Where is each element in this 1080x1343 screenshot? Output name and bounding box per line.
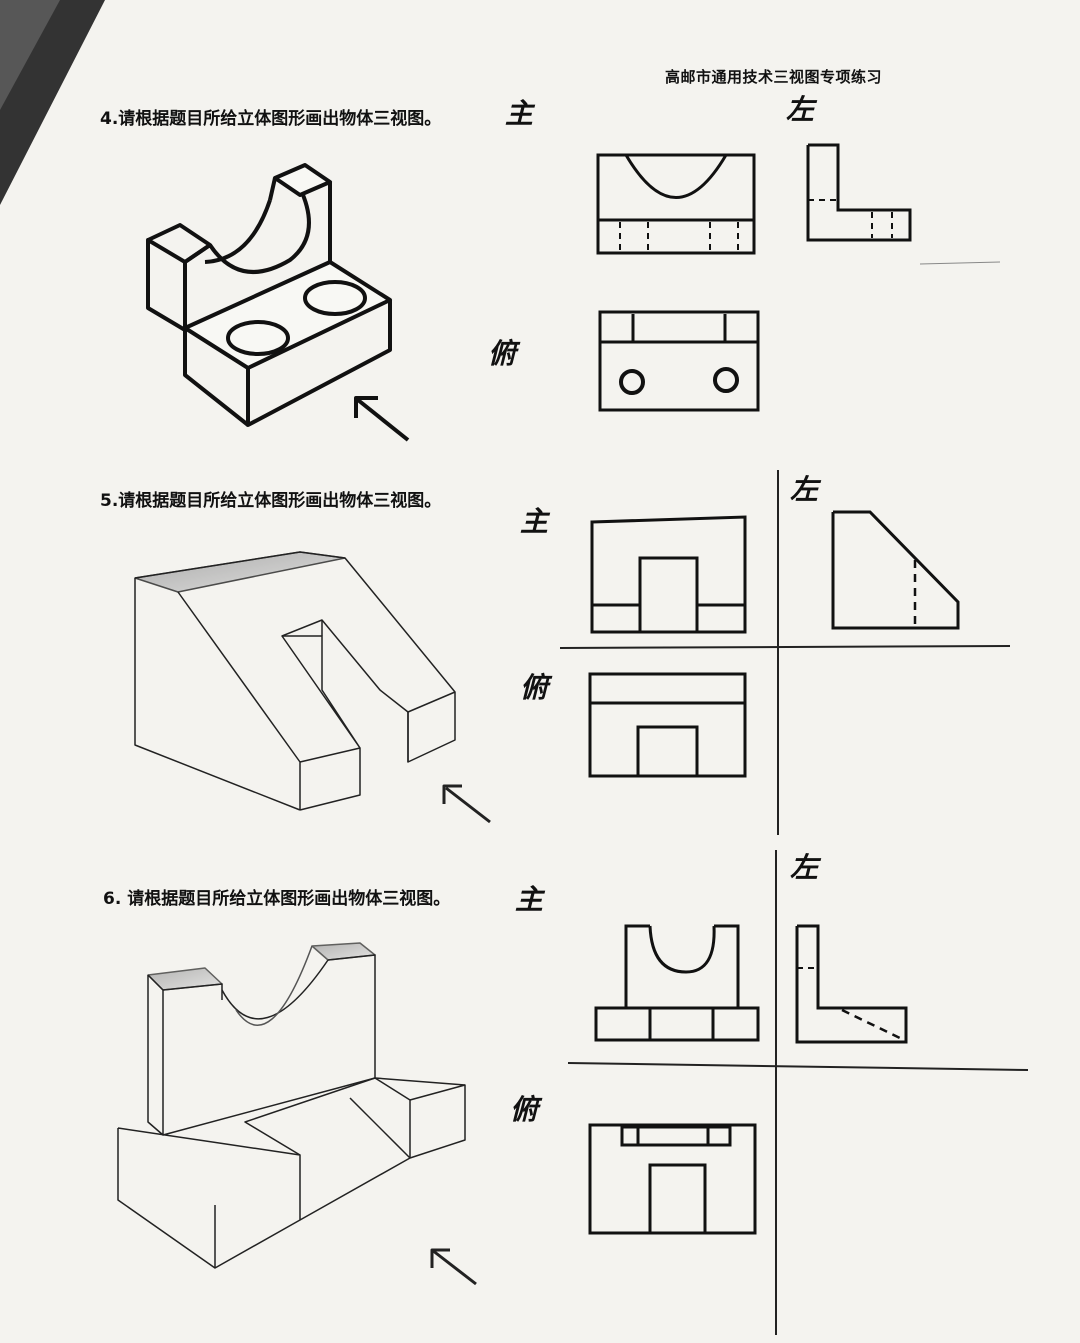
question-6-prompt: 6. 请根据题目所给立体图形画出物体三视图。 <box>103 889 451 909</box>
q4-front-view <box>596 153 756 255</box>
question-4-prompt: 4.请根据题目所给立体图形画出物体三视图。 <box>100 109 442 129</box>
q6-front-view <box>594 924 760 1042</box>
q6-front-view-label: 主 <box>515 883 544 916</box>
q6-left-view <box>795 924 908 1044</box>
q6-top-view-label: 俯 <box>510 1093 539 1126</box>
q5-front-view <box>590 515 747 634</box>
q5-left-view-label: 左 <box>790 473 819 506</box>
worksheet-title: 高邮市通用技术三视图专项练习 <box>665 68 883 86</box>
q5-isometric-drawing <box>134 551 491 824</box>
q4-top-view <box>598 310 760 412</box>
q4-top-view-label: 俯 <box>488 337 517 370</box>
q6-left-view-label: 左 <box>790 851 819 884</box>
q4-front-view-label: 主 <box>505 97 534 130</box>
q6-isometric-drawing <box>117 942 477 1286</box>
q4-left-view-label: 左 <box>786 93 815 126</box>
q4-left-view <box>806 143 912 242</box>
q5-left-view <box>831 510 960 630</box>
scan-edge-highlight <box>0 0 60 110</box>
question-5-prompt: 5.请根据题目所给立体图形画出物体三视图。 <box>100 491 442 511</box>
stray-mark <box>919 261 1001 265</box>
q6-horizontal-divider <box>567 1062 1029 1071</box>
q5-horizontal-divider <box>559 645 1011 649</box>
q5-front-view-label: 主 <box>520 505 549 538</box>
q5-top-view-label: 俯 <box>520 671 549 704</box>
q4-isometric-drawing <box>146 163 410 442</box>
q6-top-view <box>588 1123 757 1235</box>
q5-top-view <box>588 672 747 778</box>
